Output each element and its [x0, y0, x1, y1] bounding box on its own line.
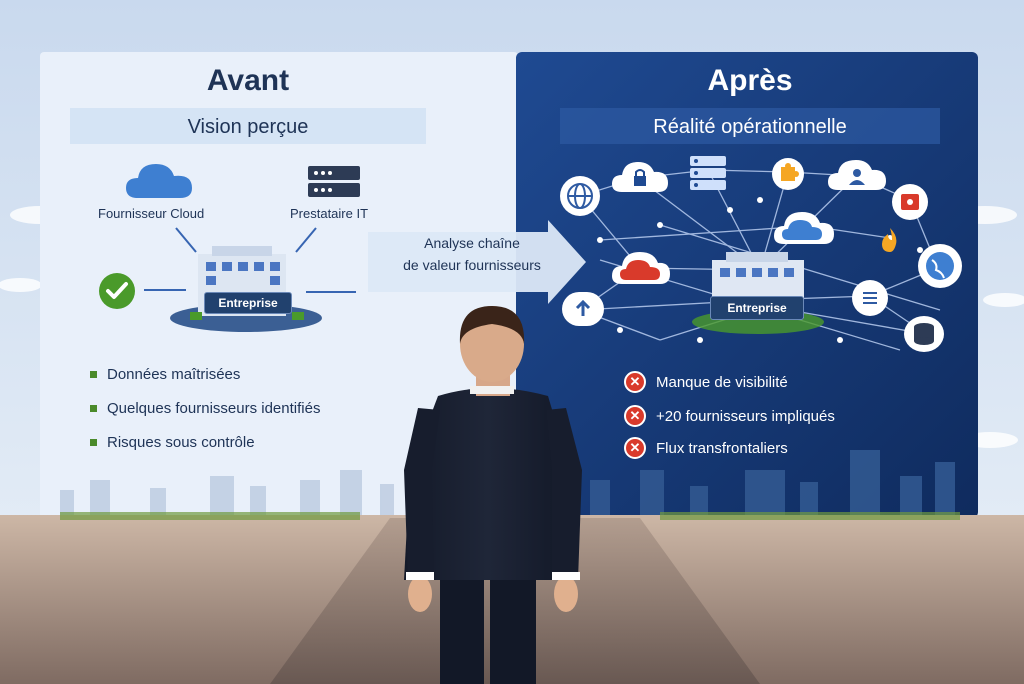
gear-icon — [892, 184, 928, 220]
fire-icon — [878, 226, 902, 259]
globe-icon — [560, 176, 600, 216]
it-provider-label: Prestataire IT — [290, 206, 369, 221]
bullet-text: Quelques fournisseurs identifiés — [107, 400, 321, 417]
left-panel-title: Avant — [206, 64, 290, 97]
left-bullet-3: Risques sous contrôle — [90, 434, 255, 451]
cloud-provider-label: Fournisseur Cloud — [98, 206, 205, 221]
red-cloud-icon — [612, 250, 670, 291]
database-icon — [904, 316, 944, 352]
left-panel-subtitle: Vision perçue — [187, 116, 309, 138]
upload-cloud-icon — [562, 292, 604, 326]
cloud-icon — [126, 164, 192, 198]
puzzle-icon — [772, 158, 804, 190]
red-cross-icon: ✕ — [624, 371, 646, 393]
left-enterprise-label: Entreprise — [204, 292, 292, 314]
right-bullet-1: ✕ Manque de visibilité — [624, 371, 788, 393]
value-chain-analysis-arrow: Analyse chaîne de valeur fournisseurs — [372, 232, 572, 276]
right-bullet-2: ✕ +20 fournisseurs impliqués — [624, 405, 835, 427]
left-bullet-2: Quelques fournisseurs identifiés — [90, 400, 320, 417]
bullet-text: Manque de visibilité — [656, 373, 788, 391]
green-square-icon — [90, 439, 97, 446]
green-square-icon — [90, 405, 97, 412]
user-cloud-icon — [828, 158, 886, 197]
bullet-text: Risques sous contrôle — [107, 434, 255, 451]
bullet-text: Données maîtrisées — [107, 366, 241, 383]
green-square-icon — [90, 371, 97, 378]
checkmark-icon — [99, 273, 135, 309]
arrow-line-1: Analyse chaîne — [424, 235, 520, 251]
person-figure — [404, 306, 582, 684]
left-bullet-1: Données maîtrisées — [90, 366, 240, 383]
right-panel-title: Après — [707, 64, 793, 97]
server-icon — [308, 166, 360, 197]
right-bullet-3: ✕ Flux transfrontaliers — [624, 437, 788, 459]
arrow-line-2: de valeur fournisseurs — [403, 257, 541, 273]
cloud-white-icon — [774, 210, 834, 251]
red-cross-icon: ✕ — [624, 405, 646, 427]
right-enterprise-label: Entreprise — [710, 296, 804, 320]
list-icon — [852, 280, 888, 316]
globe-right-icon — [918, 244, 962, 288]
bullet-text: Flux transfrontaliers — [656, 439, 788, 457]
server-stack-icon — [690, 156, 726, 195]
red-cross-icon: ✕ — [624, 437, 646, 459]
lock-cloud-icon — [612, 160, 668, 199]
right-panel-subtitle: Réalité opérationnelle — [653, 116, 847, 138]
bullet-text: +20 fournisseurs impliqués — [656, 407, 835, 425]
